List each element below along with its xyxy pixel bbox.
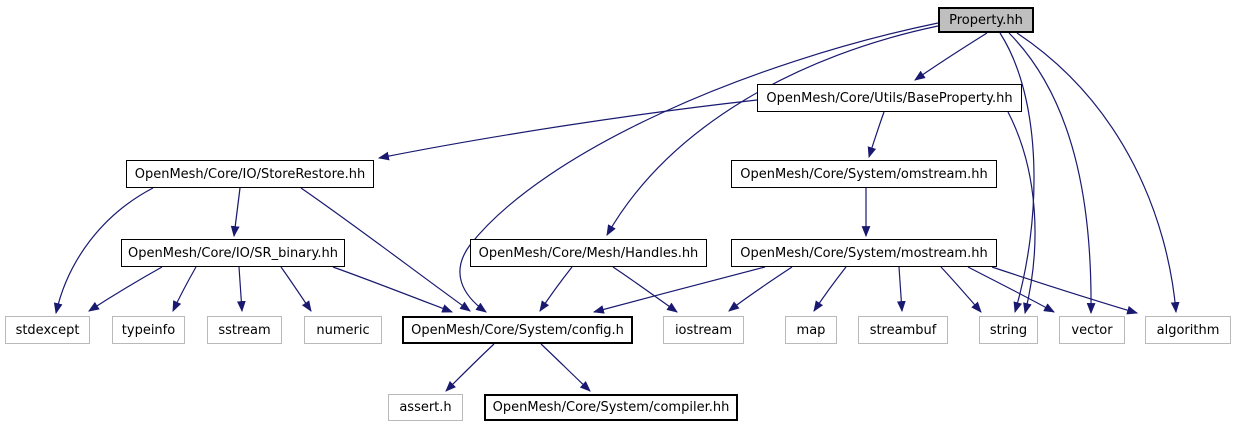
node-sstream: sstream	[207, 316, 282, 344]
node-iostream: iostream	[663, 316, 744, 344]
node-compiler[interactable]: OpenMesh/Core/System/compiler.hh	[484, 394, 738, 421]
edge-property-config	[459, 22, 939, 313]
node-storerestore[interactable]: OpenMesh/Core/IO/StoreRestore.hh	[126, 160, 374, 188]
node-property: Property.hh	[938, 7, 1034, 33]
edge-srbinary-stdexcept	[88, 266, 163, 312]
node-srbinary[interactable]: OpenMesh/Core/IO/SR_binary.hh	[121, 239, 345, 267]
node-stdexcept: stdexcept	[5, 316, 90, 344]
edge-baseproperty-omstream	[867, 111, 885, 159]
node-config[interactable]: OpenMesh/Core/System/config.h	[402, 316, 633, 344]
edge-baseproperty-string	[1007, 111, 1036, 315]
edge-storerestore-srbinary	[230, 187, 241, 238]
node-string: string	[979, 316, 1038, 344]
edge-mostream-config	[592, 266, 766, 314]
edge-baseproperty-storerestore	[377, 99, 758, 161]
edge-storerestore-stdexcept	[53, 187, 154, 315]
edge-srbinary-typeinfo	[172, 266, 197, 312]
edge-srbinary-sstream	[236, 266, 246, 313]
edge-property-string	[999, 32, 1035, 314]
edge-mostream-string	[940, 266, 982, 313]
node-numeric: numeric	[304, 316, 382, 344]
edge-storerestore-config	[300, 187, 471, 312]
edge-property-baseproperty	[914, 32, 988, 81]
node-mostream[interactable]: OpenMesh/Core/System/mostream.hh	[731, 239, 997, 267]
edge-handles-config	[539, 266, 573, 312]
edge-mostream-vector	[967, 266, 1055, 313]
node-typeinfo: typeinfo	[112, 316, 185, 344]
edge-mostream-streambuf	[896, 266, 906, 313]
edge-handles-iostream	[612, 266, 678, 313]
node-vector: vector	[1059, 316, 1125, 344]
edge-srbinary-numeric	[280, 266, 312, 312]
node-baseproperty[interactable]: OpenMesh/Core/Utils/BaseProperty.hh	[757, 84, 1022, 112]
node-streambuf: streambuf	[858, 316, 948, 344]
node-assert: assert.h	[388, 394, 463, 421]
edge-property-handles	[606, 25, 939, 236]
node-map: map	[785, 316, 837, 344]
edge-mostream-algorithm	[991, 266, 1139, 315]
node-handles[interactable]: OpenMesh/Core/Mesh/Handles.hh	[470, 239, 707, 267]
node-algorithm: algorithm	[1145, 316, 1231, 344]
edge-mostream-iostream	[728, 266, 793, 312]
node-omstream[interactable]: OpenMesh/Core/System/omstream.hh	[731, 160, 997, 188]
edge-property-vector	[1008, 32, 1096, 315]
edge-srbinary-config	[332, 266, 454, 313]
edge-config-assert	[445, 343, 495, 392]
edge-mostream-map	[813, 266, 847, 312]
edge-property-algorithm	[1016, 32, 1180, 314]
edge-config-compiler	[540, 343, 591, 392]
